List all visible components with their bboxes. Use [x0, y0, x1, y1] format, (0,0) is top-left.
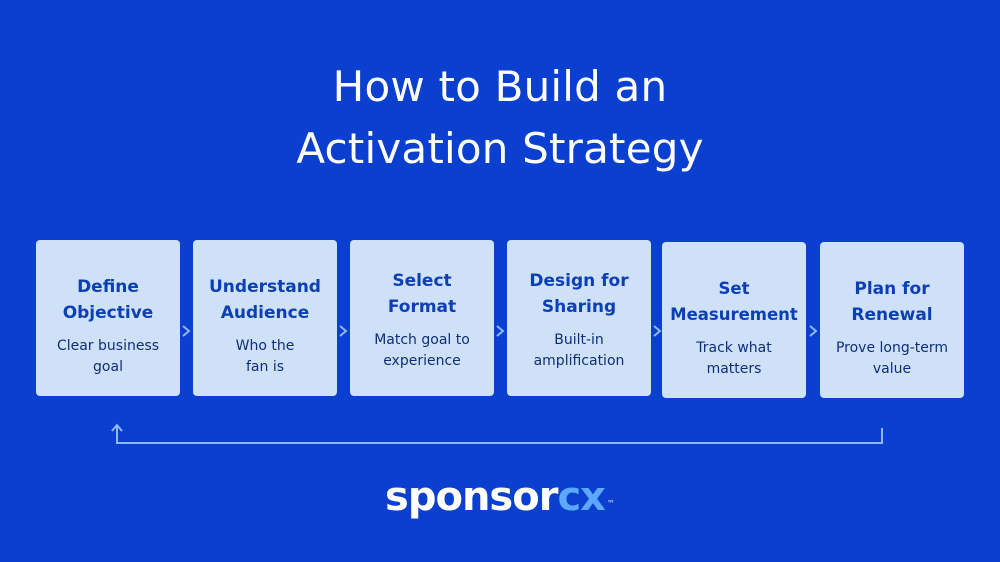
chevron-right-icon	[653, 325, 662, 337]
step-card-plan-for-renewal: Plan for Renewal Prove long-term value	[820, 242, 964, 398]
step-heading: Plan for Renewal	[820, 276, 964, 328]
step-heading-line: Design for	[529, 271, 629, 291]
title-line-1: How to Build an	[332, 62, 668, 111]
step-card-select-format: Select Format Match goal to experience	[350, 240, 494, 396]
feedback-loop-line	[116, 426, 883, 444]
step-description-line: amplification	[533, 353, 625, 369]
step-heading-line: Renewal	[851, 305, 933, 325]
step-description-line: Prove long-term	[835, 340, 949, 356]
chevron-right-icon	[809, 325, 818, 337]
step-card-define-objective: Define Objective Clear business goal	[36, 240, 180, 396]
title-line-2: Activation Strategy	[296, 124, 704, 173]
step-heading: Set Measurement	[662, 276, 806, 328]
step-description: Track what matters	[662, 338, 806, 380]
step-card-set-measurement: Set Measurement Track what matters	[662, 242, 806, 398]
step-heading: Select Format	[350, 268, 494, 320]
step-description-line: Who the	[235, 338, 295, 354]
step-description-line: Track what	[696, 340, 772, 356]
step-description: Prove long-term value	[820, 338, 964, 380]
step-description: Match goal to experience	[350, 330, 494, 372]
step-heading-line: Set	[718, 279, 750, 298]
chevron-right-icon	[339, 325, 348, 337]
logo-text-cx: cx	[557, 474, 606, 520]
step-heading: Understand Audience	[193, 274, 337, 326]
step-card-understand-audience: Understand Audience Who the fan is	[193, 240, 337, 396]
step-description-line: experience	[383, 353, 461, 369]
step-description-line: Match goal to	[374, 332, 470, 348]
step-description-line: Clear business	[56, 338, 160, 354]
step-heading: Define Objective	[36, 274, 180, 326]
step-description: Who the fan is	[193, 336, 337, 378]
step-heading-line: Sharing	[541, 297, 617, 317]
step-heading-line: Define	[77, 277, 139, 297]
chevron-right-icon	[182, 325, 191, 337]
logo-trademark: ™	[606, 499, 615, 508]
step-heading-line: Objective	[62, 303, 154, 323]
step-heading-line: Understand	[209, 277, 321, 297]
step-heading-line: Audience	[220, 303, 310, 323]
step-heading: Design for Sharing	[507, 268, 651, 320]
step-heading-line: Format	[387, 297, 457, 317]
step-description-line: goal	[93, 359, 123, 375]
step-heading-line: Plan for	[854, 279, 930, 299]
step-card-design-for-sharing: Design for Sharing Built-in amplificatio…	[507, 240, 651, 396]
arrow-up-icon	[111, 423, 123, 432]
chevron-right-icon	[496, 325, 505, 337]
step-description: Built-in amplification	[507, 330, 651, 372]
page-title: How to Build an Activation Strategy	[0, 56, 1000, 180]
step-description-line: value	[872, 361, 912, 377]
step-heading-line: Select	[392, 271, 452, 291]
logo-text-sponsor: sponsor	[385, 474, 558, 520]
step-description-line: fan is	[245, 359, 284, 375]
step-description-line: Built-in	[554, 332, 604, 348]
step-description: Clear business goal	[36, 336, 180, 378]
step-description-line: matters	[706, 361, 762, 377]
step-heading-line: Measurement	[670, 305, 798, 324]
